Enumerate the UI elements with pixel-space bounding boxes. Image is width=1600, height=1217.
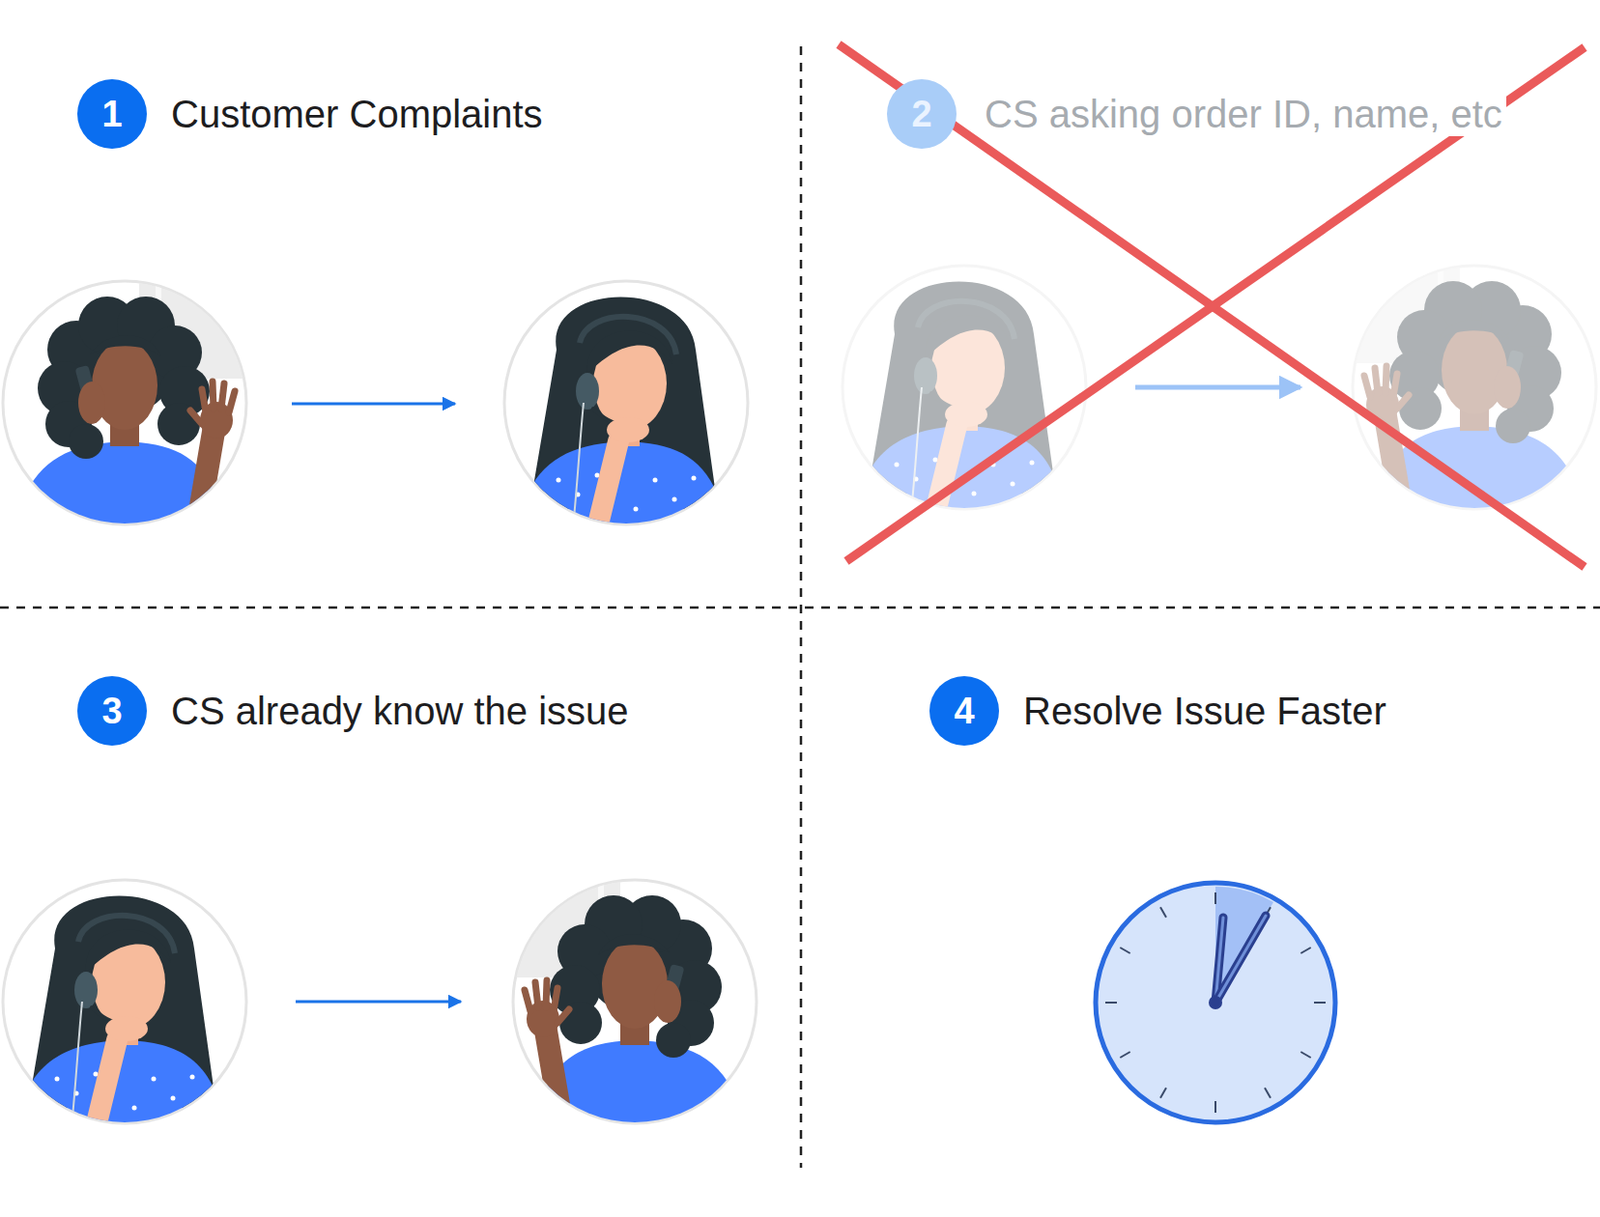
step-header: 4 Resolve Issue Faster [929, 676, 1387, 746]
step-heading: Customer Complaints [171, 91, 543, 137]
clock-tick [1264, 1087, 1271, 1098]
step-heading: Resolve Issue Faster [1023, 688, 1387, 734]
step-heading: CS asking order ID, name, etc [980, 91, 1507, 137]
clock-tick [1119, 947, 1130, 954]
step-header: 1 Customer Complaints [77, 79, 543, 149]
clock-tick [1160, 1087, 1167, 1098]
clock-tick [1160, 907, 1167, 917]
step-header: 2 CS asking order ID, name, etc [886, 79, 1507, 149]
clock-tick [1314, 1001, 1326, 1004]
step-number: 2 [886, 79, 957, 149]
step-number: 1 [77, 79, 147, 149]
clock-tick [1300, 1052, 1311, 1058]
clock-tick [1119, 1052, 1130, 1058]
clock-tick [1214, 1101, 1217, 1114]
step-heading: CS already know the issue [171, 688, 629, 734]
clock-tick [1300, 947, 1311, 954]
clock-tick [1214, 892, 1217, 905]
step-number: 3 [77, 676, 147, 746]
step-header: 3 CS already know the issue [77, 676, 629, 746]
clock-tick [1105, 1001, 1117, 1004]
step-number: 4 [929, 676, 1000, 746]
